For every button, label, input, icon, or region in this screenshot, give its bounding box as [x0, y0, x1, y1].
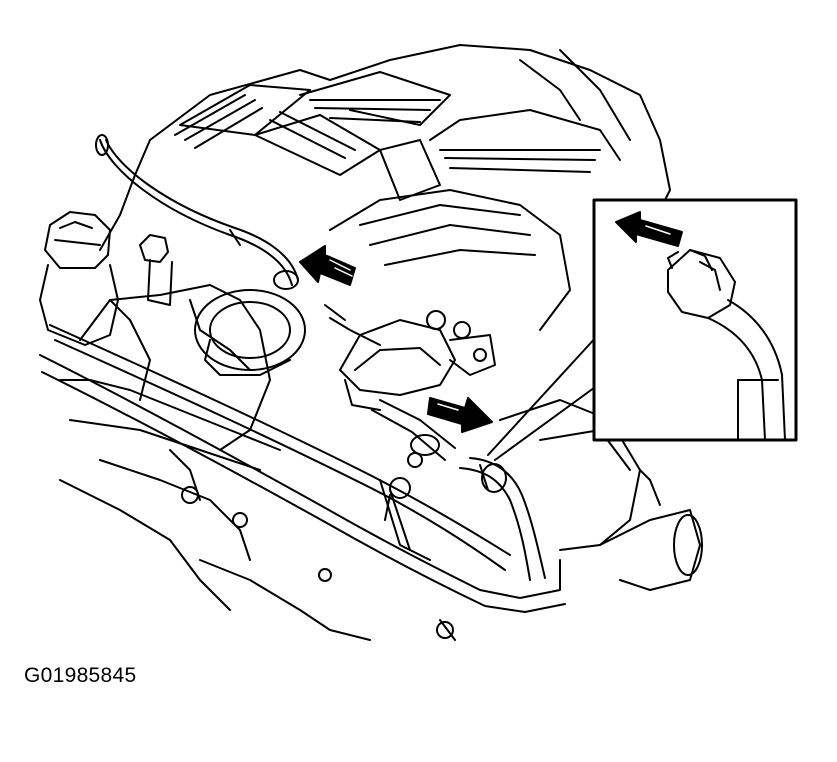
wiring-harness — [95, 134, 299, 290]
direction-arrow-left — [299, 245, 356, 286]
direction-arrow-right — [427, 397, 493, 433]
inset-detail-box — [592, 198, 798, 442]
figure-id-label: G01985845 — [24, 664, 137, 687]
vacuum-hose-connector — [324, 304, 546, 581]
callout-lines — [487, 334, 599, 461]
throttle-body-assembly — [39, 211, 456, 641]
intake-manifold — [99, 44, 703, 591]
fuel-rail-pipe — [39, 324, 566, 613]
